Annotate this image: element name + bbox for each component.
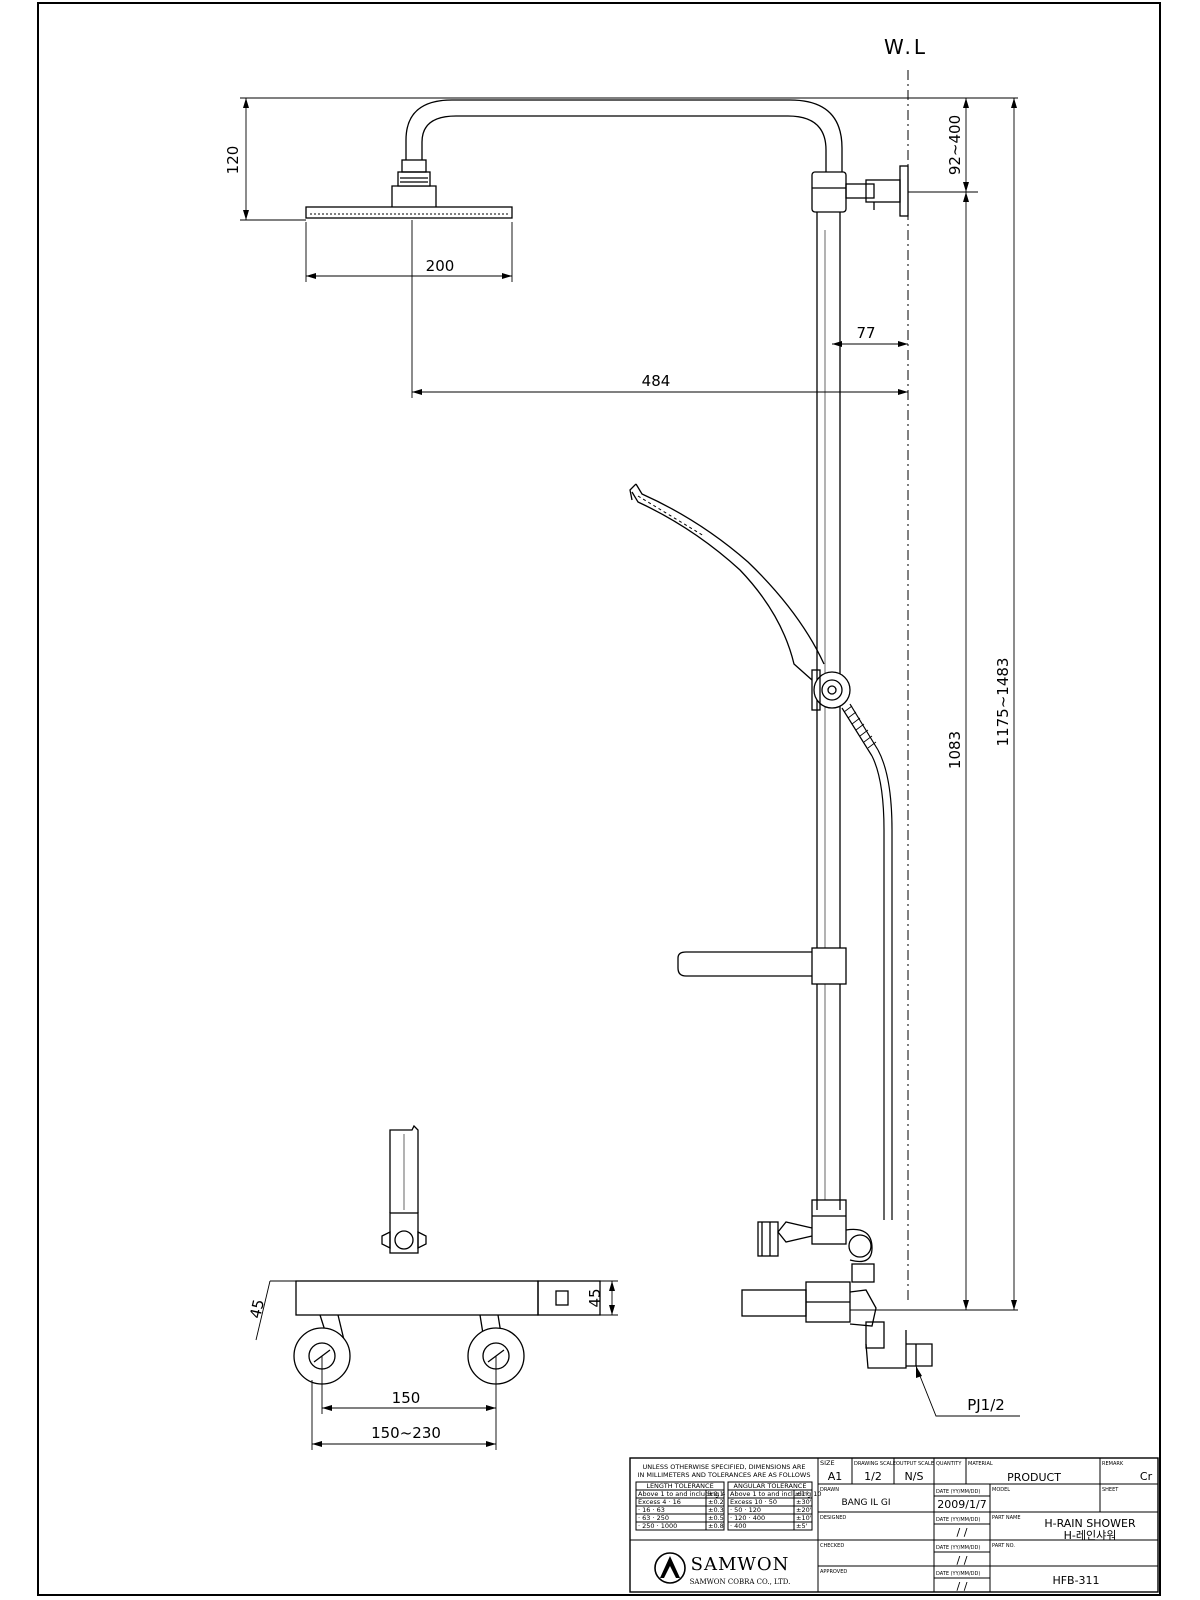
tb-length-row-3: · 16 · 63 [638, 1506, 665, 1514]
tb-angular-row-5: · 400 [730, 1522, 747, 1530]
tb-length-row-5-tol: ±0.8 [708, 1522, 724, 1530]
dim-arm-drop: 92~400 [946, 115, 964, 175]
tb-drawn-label: DRAWN [820, 1487, 839, 1493]
tb-note-line1: UNLESS OTHERWISE SPECIFIED, DIMENSIONS A… [643, 1463, 806, 1471]
sheet-border [37, 2, 1161, 1596]
tb-part-name-kr: H-레인샤워 [1064, 1529, 1117, 1542]
wall-line-label: W.L [884, 35, 928, 59]
tb-scale-label: DRAWING SCALE [854, 1461, 896, 1467]
tb-checked-label: CHECKED [820, 1543, 844, 1549]
tb-scale-value: 1/2 [864, 1470, 882, 1483]
tb-length-tol-header: LENGTH TOLERANCE [646, 1482, 713, 1490]
dim-head-height: 120 [224, 146, 242, 175]
tb-company-name: SAMWON [691, 1554, 790, 1575]
dimension-arrowheads [243, 98, 1017, 1447]
tb-length-row-1: Above 1 to and including 4 [638, 1490, 725, 1498]
tb-remark-value: Cr [1140, 1470, 1153, 1483]
tb-size-value: A1 [828, 1470, 843, 1483]
dim-pipe-thread: PJ1/2 [967, 1396, 1005, 1414]
tb-drawn-date: 2009/1/7 [937, 1498, 986, 1511]
tb-note-line2: IN MILLIMETERS AND TOLERANCES ARE AS FOL… [638, 1471, 811, 1479]
dim-total-height: 1175~1483 [994, 658, 1012, 747]
tb-remark-label: REMARK [1102, 1461, 1124, 1467]
tb-angular-tol-header: ANGULAR TOLERANCE [734, 1482, 807, 1490]
tb-part-name-en: H-RAIN SHOWER [1044, 1517, 1136, 1530]
tb-drawn-date-label: DATE (YY/MM/DD) [936, 1489, 980, 1495]
tb-designed-label: DESIGNED [820, 1515, 846, 1521]
hand-shower [629, 483, 851, 711]
tb-angular-row-3: · 50 · 120 [730, 1506, 761, 1514]
shower-hose [841, 703, 893, 1220]
dim-body-depth-right: 45 [586, 1288, 604, 1307]
tb-designed-date-label: DATE (YY/MM/DD) [936, 1517, 980, 1523]
diverter-mixer-side [741, 1199, 933, 1369]
dim-inlet-range: 150~230 [371, 1424, 441, 1442]
tb-checked-date: / / [957, 1554, 968, 1567]
tb-checked-date-label: DATE (YY/MM/DD) [936, 1545, 980, 1551]
tb-angular-row-4-tol: ±10' [796, 1514, 812, 1522]
tb-output-scale-value: N/S [905, 1470, 924, 1483]
tb-part-no-value: HFB-311 [1052, 1574, 1099, 1587]
tb-approved-label: APPROVED [820, 1569, 847, 1575]
tb-angular-row-1: Above 1 to and including 10 [730, 1490, 822, 1498]
dimension-lines [240, 97, 1020, 1450]
tb-output-scale-label: OUTPUT SCALE [896, 1461, 934, 1467]
tb-designed-date: / / [957, 1526, 968, 1539]
tb-size-label: SIZE [820, 1459, 835, 1467]
dim-body-depth-left: 45 [246, 1298, 268, 1321]
rain-shower-head [305, 159, 513, 219]
wall-bracket [845, 165, 909, 217]
tb-angular-row-4: · 120 · 400 [730, 1514, 765, 1522]
dim-mixer-height: 1083 [946, 731, 964, 769]
dim-wall-offset: 77 [856, 324, 875, 342]
tb-part-no-label: PART NO. [992, 1543, 1015, 1549]
tb-material-value: PRODUCT [1007, 1471, 1061, 1484]
tb-length-row-3-tol: ±0.3 [708, 1506, 724, 1514]
soap-dish [677, 947, 847, 985]
tb-length-row-4-tol: ±0.5 [708, 1514, 724, 1522]
shower-arm [405, 99, 843, 172]
dim-head-width: 200 [426, 257, 455, 275]
tb-angular-row-1-tol: ±1° [796, 1490, 809, 1498]
tb-drawn-value: BANG IL GI [841, 1498, 890, 1508]
company-logo [654, 1552, 686, 1584]
tb-length-row-2-tol: ±0.2 [708, 1498, 724, 1506]
tb-quantity-label: QUANTITY [936, 1461, 962, 1467]
title-block [629, 1457, 1159, 1593]
tb-model-label: MODEL [992, 1487, 1010, 1493]
tb-material-label: MATERIAL [968, 1461, 993, 1467]
tb-sheet-label: SHEET [1102, 1487, 1119, 1493]
tb-angular-row-2-tol: ±30' [796, 1498, 812, 1506]
riser-rail [811, 171, 847, 1210]
tb-part-name-label: PART NAME [992, 1515, 1021, 1521]
thermostatic-mixer-front [293, 1124, 601, 1385]
tb-approved-date: / / [957, 1580, 968, 1593]
samwon-logo-icon [654, 1552, 686, 1584]
tb-length-row-1-tol: ±0.1 [708, 1490, 724, 1498]
dim-inlet-spacing: 150 [392, 1389, 421, 1407]
tb-length-row-4: · 63 · 250 [638, 1514, 669, 1522]
tb-length-row-5: · 250 · 1000 [638, 1522, 677, 1530]
dim-arm-reach: 484 [642, 372, 671, 390]
tb-approved-date-label: DATE (YY/MM/DD) [936, 1571, 980, 1577]
tb-length-row-2: Excess 4 · 16 [638, 1498, 681, 1506]
tb-angular-row-3-tol: ±20' [796, 1506, 812, 1514]
tb-company-full: SAMWON COBRA CO., LTD. [690, 1578, 791, 1586]
tb-angular-row-5-tol: ±5' [796, 1522, 808, 1530]
tb-angular-row-2: Excess 10 · 50 [730, 1498, 777, 1506]
